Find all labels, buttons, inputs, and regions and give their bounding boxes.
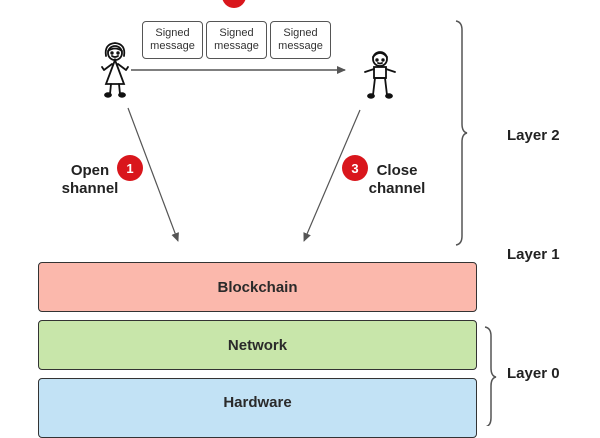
layer-0-brace: [484, 326, 497, 426]
message-line: message: [214, 40, 259, 52]
girl-figure-icon: [101, 42, 129, 98]
open-channel-line2: shannel: [61, 180, 119, 197]
message-line: Signed: [283, 27, 318, 39]
close-channel-label: Close channel: [364, 162, 430, 198]
message-line: message: [150, 40, 195, 52]
network-layer: Network: [38, 320, 477, 370]
layer-0-label: Layer 0: [507, 365, 560, 382]
message-line: Signed: [219, 27, 254, 39]
step-3-badge: 3: [342, 155, 368, 181]
network-label: Network: [227, 336, 288, 354]
open-channel-arrow: [127, 107, 179, 242]
layer-2-label: Layer 2: [507, 127, 560, 144]
diagram-canvas: [101, 0, 497, 426]
step-2-badge: [222, 0, 246, 8]
close-channel-line1: Close: [376, 162, 418, 179]
step-1-number: 1: [126, 160, 134, 176]
message-line: message: [278, 40, 323, 52]
blockchain-layer: Blockchain: [38, 262, 477, 312]
boy-figure-icon: [364, 51, 396, 99]
layer-1-label: Layer 1: [507, 246, 560, 263]
hardware-layer: Hardware: [38, 378, 477, 438]
blockchain-label: Blockchain: [217, 278, 298, 296]
open-channel-label: Open shannel: [58, 162, 122, 198]
step-1-badge: 1: [117, 155, 143, 181]
layer-2-brace: [455, 20, 468, 246]
message-line: Signed: [155, 27, 190, 39]
open-channel-line1: Open: [70, 162, 110, 179]
close-channel-line2: channel: [368, 180, 426, 197]
close-channel-arrow: [303, 109, 361, 242]
step-3-number: 3: [351, 160, 359, 176]
hardware-label: Hardware: [223, 393, 292, 411]
